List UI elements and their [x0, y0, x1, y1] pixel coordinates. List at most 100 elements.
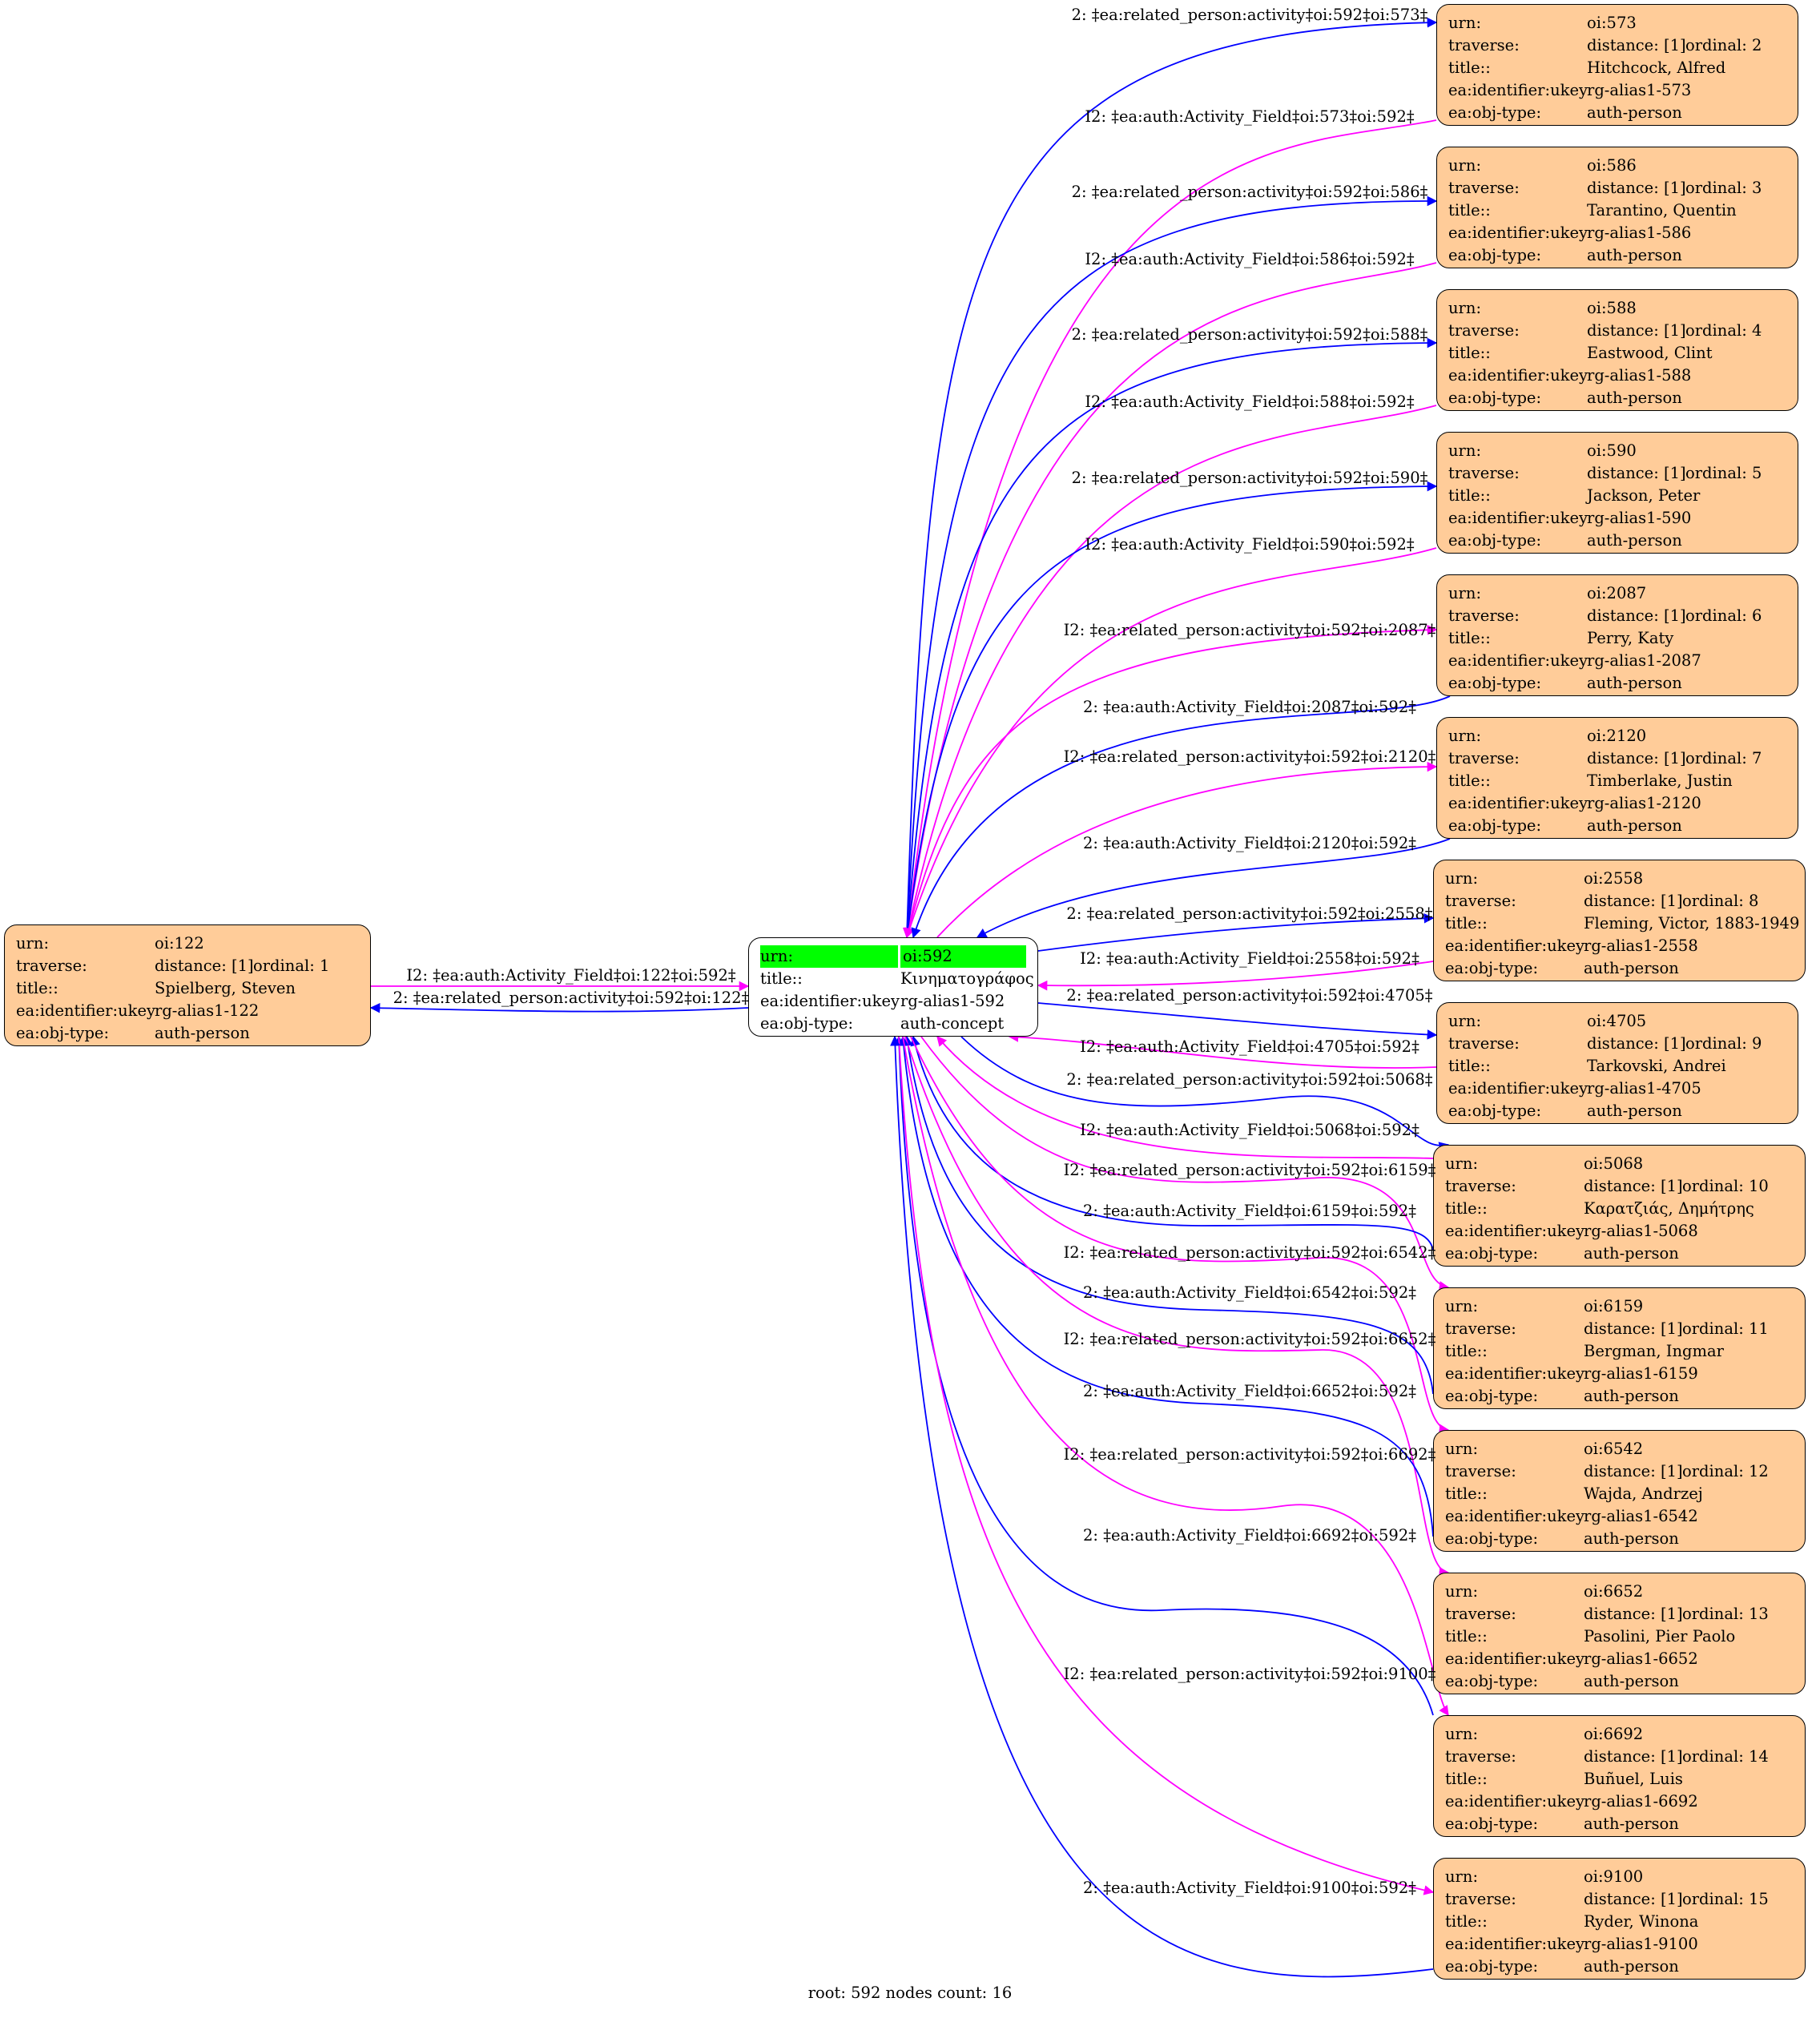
- root-field-row: title::Κινηματογράφος: [760, 968, 1034, 990]
- edge-label-573-to-592: I2: ‡ea:auth:Activity_Field‡oi:573‡oi:59…: [1085, 107, 1415, 126]
- field-value: auth-person: [1584, 1672, 1679, 1690]
- field-value: auth-person: [1584, 1387, 1679, 1405]
- field-value: rg-alias1-586: [1587, 224, 1692, 242]
- edge-label-592-to-6542: I2: ‡ea:related_person:activity‡oi:592‡o…: [1064, 1243, 1436, 1262]
- node-field-row: urn:oi:588: [1448, 297, 1786, 320]
- field-value: distance: [1]: [155, 957, 254, 975]
- field-value: auth-person: [155, 1024, 250, 1042]
- edge-592-to-586: [906, 195, 1438, 938]
- node-field-row: ea:obj-type: auth-person: [1445, 1670, 1794, 1693]
- field-value: rg-alias1-122: [155, 1001, 260, 1020]
- field-key: urn:: [1448, 14, 1482, 32]
- field-ordinal: ordinal: 6: [1685, 606, 1762, 625]
- field-value: rg-alias1-5068: [1584, 1222, 1698, 1240]
- field-key: ea:obj-type:: [1448, 103, 1542, 122]
- edge-label-9100-to-592: 2: ‡ea:auth:Activity_Field‡oi:9100‡oi:59…: [1083, 1879, 1416, 1897]
- edge-label-2120-to-592: 2: ‡ea:auth:Activity_Field‡oi:2120‡oi:59…: [1083, 834, 1416, 852]
- field-key: ea:obj-type:: [1448, 531, 1542, 550]
- node-field-row: ea:obj-type:auth-person: [1448, 1100, 1786, 1122]
- edge-label-592-to-122: 2: ‡ea:related_person:activity‡oi:592‡oi…: [393, 989, 750, 1007]
- edge-label-592-to-2558: 2: ‡ea:related_person:activity‡oi:592‡oi…: [1066, 904, 1432, 923]
- field-key: ea:identifier:ukey: [1445, 1364, 1584, 1383]
- field-key: title::: [1448, 486, 1491, 505]
- field-key: ea:identifier:ukey: [1448, 509, 1588, 527]
- field-key: traverse:: [16, 957, 87, 975]
- field-key: ea:identifier:ukey: [16, 1001, 155, 1020]
- node-field-row: urn:oi:590: [1448, 440, 1786, 462]
- graph-footer: root: 592 nodes count: 16: [807, 1984, 1013, 2002]
- field-key: title::: [1445, 1342, 1488, 1360]
- field-key: urn:: [1448, 727, 1482, 745]
- field-value: auth-person: [1587, 246, 1682, 264]
- field-value: oi:9100: [1584, 1867, 1644, 1886]
- field-value: distance: [1]: [1584, 1177, 1683, 1195]
- field-key: traverse:: [1448, 749, 1520, 767]
- node-field-row: title::Hitchcock, Alfred: [1448, 57, 1786, 79]
- edge-592-to-6542: [910, 1036, 1450, 1435]
- edge-label-592-to-590: 2: ‡ea:related_person:activity‡oi:592‡oi…: [1072, 469, 1428, 487]
- field-key: ea:identifier:ukey: [1445, 936, 1584, 955]
- field-key: traverse:: [1445, 892, 1516, 910]
- edge-label-592-to-2120: I2: ‡ea:related_person:activity‡oi:592‡o…: [1064, 747, 1436, 766]
- field-key: urn:: [1445, 1582, 1479, 1601]
- node-field-row: title::Timberlake, Justin: [1448, 770, 1786, 792]
- field-key: traverse:: [1445, 1605, 1516, 1623]
- node-field-row: title::Spielberg, Steven: [16, 977, 359, 1000]
- field-key: ea:obj-type:: [1445, 1672, 1539, 1690]
- field-value: auth-person: [1584, 1815, 1679, 1833]
- node-field-row: ea:obj-type:auth-person: [1448, 244, 1786, 267]
- field-value: Tarkovski, Andrei: [1587, 1057, 1726, 1075]
- node-field-row: traverse:distance: [1]ordinal: 4: [1448, 320, 1786, 342]
- node-field-row: title::Bergman, Ingmar: [1445, 1340, 1794, 1363]
- field-value: rg-alias1-4705: [1587, 1079, 1701, 1098]
- node-field-row: urn:oi:4705: [1448, 1010, 1786, 1033]
- field-key: urn:: [1445, 1154, 1479, 1173]
- edge-label-592-to-573: 2: ‡ea:related_person:activity‡oi:592‡oi…: [1072, 6, 1428, 24]
- field-key: ea:identifier:ukey: [1448, 81, 1588, 99]
- field-ordinal: ordinal: 2: [1685, 36, 1762, 54]
- node-field-row: title::Tarkovski, Andrei: [1448, 1055, 1786, 1077]
- field-ordinal: ordinal: 3: [1685, 179, 1762, 197]
- field-value: distance: [1]: [1584, 1890, 1683, 1908]
- field-value: rg-alias1-6159: [1584, 1364, 1698, 1383]
- field-key: title::: [1448, 344, 1491, 362]
- node-field-row: urn:oi:122: [16, 932, 359, 955]
- edge-590-to-592: [904, 547, 1437, 939]
- edge-588-to-592: [904, 405, 1437, 939]
- field-value: auth-person: [1584, 1244, 1679, 1263]
- node-field-row: traverse:distance: [1]ordinal: 13: [1445, 1603, 1794, 1625]
- root-field-row: ea:obj-type:auth-concept: [760, 1013, 1026, 1035]
- field-key: ea:obj-type:: [1445, 959, 1539, 977]
- edge-label-2558-to-592: I2: ‡ea:auth:Activity_Field‡oi:2558‡oi:5…: [1080, 949, 1419, 968]
- edge-label-6692-to-592: 2: ‡ea:auth:Activity_Field‡oi:6692‡oi:59…: [1083, 1526, 1416, 1545]
- field-key: urn:: [1445, 1725, 1479, 1743]
- field-key: title::: [1445, 1627, 1488, 1645]
- field-value: distance: [1]: [1587, 179, 1686, 197]
- edge-592-to-573: [906, 17, 1438, 938]
- edge-573-to-592: [903, 119, 1437, 939]
- field-value: distance: [1]: [1587, 606, 1686, 625]
- field-value: distance: [1]: [1584, 1319, 1683, 1338]
